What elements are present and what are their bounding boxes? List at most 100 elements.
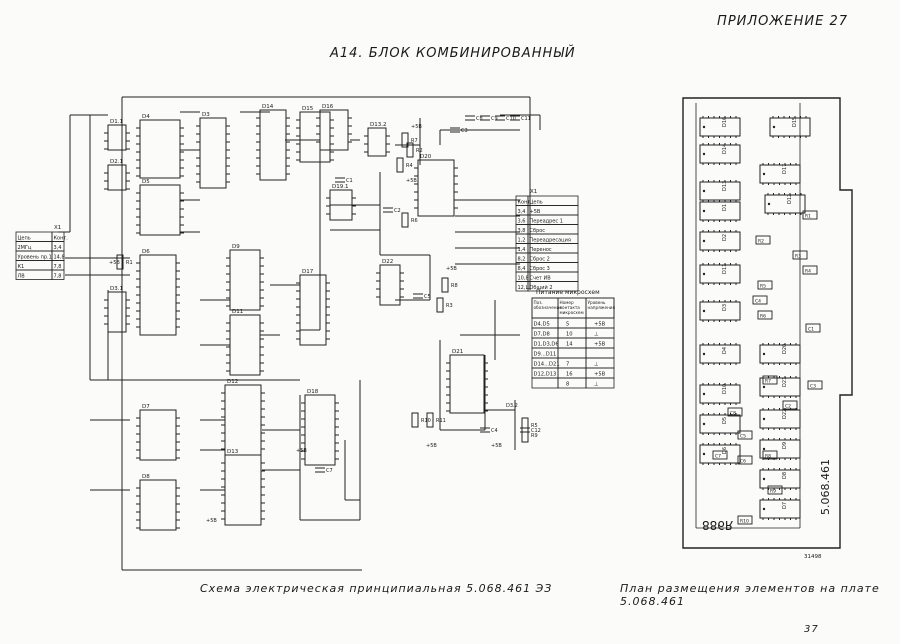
- board-part: [737, 515, 753, 525]
- chip-label: D22: [382, 259, 393, 265]
- board-part: [807, 380, 823, 390]
- board-part-label: C4: [755, 299, 761, 305]
- board-chip-label: D12: [787, 194, 793, 204]
- connector-value: 3,4: [54, 245, 62, 251]
- board-part: [727, 407, 743, 417]
- board-part-label: R10: [740, 519, 749, 525]
- chip-body: [139, 184, 181, 236]
- power-table-value: ⊥: [594, 332, 599, 338]
- connector-value: 8,4: [518, 266, 526, 272]
- connector-cell: [527, 281, 579, 292]
- resistor: [441, 277, 449, 293]
- board-chip-label: D14: [722, 144, 728, 154]
- component-label: R6: [411, 218, 418, 224]
- resistor: [436, 297, 444, 313]
- power-table-value: ⊥: [594, 382, 599, 388]
- power-table-header: Уровень: [588, 300, 607, 305]
- chip-label: D2.1: [110, 159, 123, 165]
- chip-body: [379, 264, 401, 306]
- power-table-header: микросхем: [560, 310, 584, 315]
- schematic-caption: Схема электрическая принципиальная 5.068…: [200, 582, 553, 595]
- chip-body: [224, 454, 262, 526]
- board-part-label: R4: [805, 269, 811, 275]
- component-label: R1: [126, 260, 133, 266]
- board-chip-key: [702, 239, 706, 243]
- connector-ref: X1: [54, 225, 61, 231]
- power-table-value: D12,D13: [534, 372, 557, 378]
- component-label: R5: [531, 423, 538, 429]
- connector-value: Переадресация: [530, 237, 571, 243]
- board-part: [752, 295, 768, 305]
- connector-value: 3,8: [518, 228, 526, 234]
- component-label: C3: [461, 128, 468, 134]
- chip-label: D20: [420, 154, 432, 160]
- resistor: [411, 412, 419, 428]
- board-chip-label: D21: [782, 377, 788, 387]
- board-chip-key: [702, 422, 706, 426]
- board-chip: [699, 231, 741, 251]
- component-label: +5В: [296, 448, 307, 454]
- chip-label: D16: [322, 104, 334, 110]
- board-chip-key: [762, 507, 766, 511]
- chip-body: [139, 479, 177, 531]
- chip-body: [107, 124, 127, 151]
- component-label: C12: [531, 428, 541, 434]
- chip-body: [139, 409, 177, 461]
- board-chip: [769, 117, 811, 137]
- chip-body: [367, 127, 387, 157]
- board-chip-key: [762, 352, 766, 356]
- board-chip-label: D1: [722, 204, 728, 211]
- component-label: C1: [346, 178, 353, 184]
- power-table-header: напряжения: [588, 305, 616, 310]
- board-chip: [699, 384, 741, 404]
- component-label: C10: [506, 116, 516, 122]
- board-chip-label: D13: [722, 181, 728, 191]
- chip-label: D18: [307, 389, 319, 395]
- board-part: [762, 450, 778, 460]
- board-part-label: C7: [715, 454, 721, 460]
- board-part-label: C6: [740, 459, 746, 465]
- chip-label: D6: [142, 249, 150, 255]
- board-part: [782, 400, 798, 410]
- board-chip-key: [762, 447, 766, 451]
- power-table-header: Номер: [560, 300, 574, 305]
- chip-body: [449, 354, 485, 414]
- component-label: C11: [521, 116, 531, 122]
- chip-label: D13: [227, 449, 239, 455]
- component-label: C7: [326, 468, 333, 474]
- board-part-label: C5: [740, 434, 746, 440]
- board-chip-key: [702, 309, 706, 313]
- power-table-value: D7,D8: [534, 332, 550, 338]
- board-part: [737, 430, 753, 440]
- board-part-label: R3: [795, 254, 801, 260]
- board-edge: [682, 97, 853, 549]
- component-label: R8: [451, 283, 458, 289]
- power-table-cell: [585, 377, 615, 389]
- connector-value: 3,4: [518, 209, 526, 215]
- power-table-value: D9...D11: [534, 352, 557, 358]
- board-chip-label: D16: [722, 117, 728, 127]
- board-chip-label: D20: [782, 344, 788, 354]
- chip-label: D9: [232, 244, 240, 250]
- power-table-value: 10: [566, 332, 573, 338]
- connector-cell: [51, 269, 65, 280]
- board-chip: [699, 201, 741, 221]
- board-chip: [759, 499, 801, 519]
- power-table-value: 8: [566, 382, 569, 388]
- chip-label: D17: [302, 269, 314, 275]
- resistor: [406, 142, 414, 158]
- board-chip-label: D10: [722, 384, 728, 394]
- component-label: C4: [491, 428, 498, 434]
- board-part-label: C2: [785, 404, 791, 410]
- component-label: +5В: [426, 443, 437, 449]
- chip-body: [417, 159, 455, 217]
- board-part: [757, 280, 773, 290]
- connector-value: 14,8: [54, 254, 65, 260]
- power-table-value: +5В: [594, 342, 606, 348]
- board-chip: [759, 164, 801, 184]
- resistor: [401, 212, 409, 228]
